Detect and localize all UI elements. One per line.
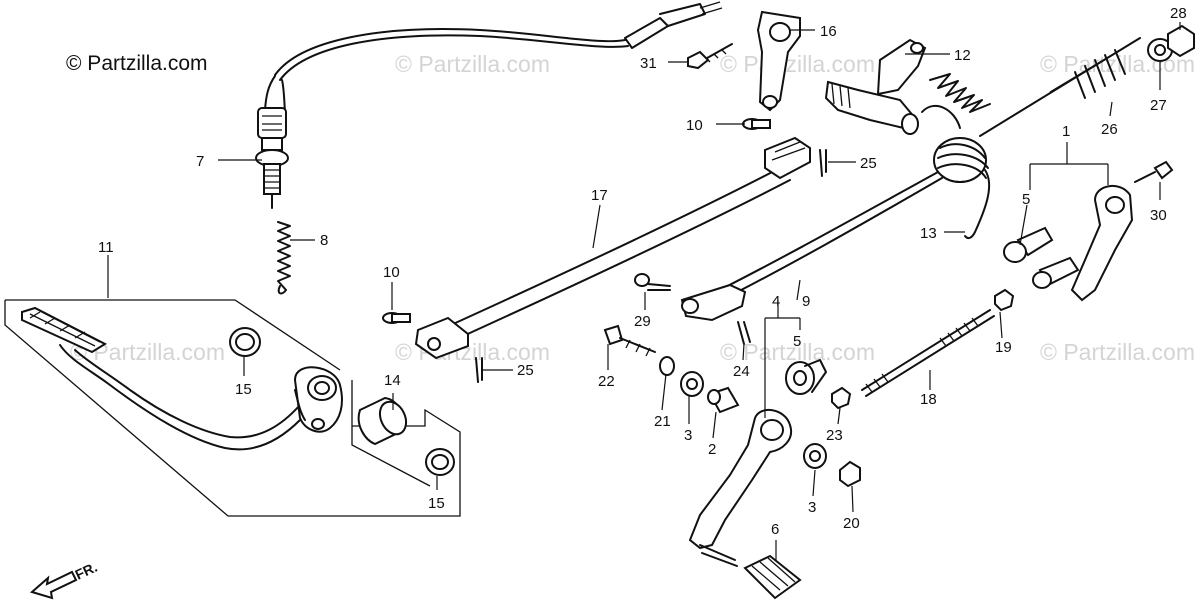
callout-18: 18 — [920, 391, 937, 408]
callout-25: 25 — [860, 155, 877, 172]
callout-19: 19 — [995, 339, 1012, 356]
collar-14 — [357, 396, 408, 446]
front-label: FR. — [73, 559, 100, 583]
callout-8: 8 — [320, 232, 328, 249]
pin-24 — [737, 321, 751, 345]
brake-pedal — [21, 306, 343, 451]
collar-3b — [803, 443, 827, 469]
callout-27: 27 — [1150, 97, 1167, 114]
cotter-pin-25-lower — [475, 357, 483, 383]
leader-lines — [107, 22, 1181, 560]
callout-1: 1 — [1062, 123, 1070, 140]
callout-labels: 7 8 11 15 14 15 10 17 25 31 10 16 12 25 … — [98, 5, 1187, 538]
brake-rod-18 — [861, 309, 995, 397]
callout-13: 13 — [920, 225, 937, 242]
brake-rod — [414, 136, 811, 360]
callout-24: 24 — [733, 363, 750, 380]
callout-4: 4 — [772, 293, 780, 310]
pedal-rubber-6 — [743, 554, 802, 600]
callout-15: 15 — [428, 495, 445, 512]
callout-10: 10 — [686, 117, 703, 134]
bolt-31 — [687, 43, 733, 70]
brake-rod-9 — [680, 171, 943, 322]
collar-3a — [680, 371, 704, 397]
callout-20: 20 — [843, 515, 860, 532]
callout-16: 16 — [820, 23, 837, 40]
callout-31: 31 — [640, 55, 657, 72]
pin-10-upper — [742, 118, 771, 130]
callout-29: 29 — [634, 313, 651, 330]
bolt-30 — [1134, 160, 1174, 183]
nut-19 — [994, 288, 1015, 312]
brake-arm-16 — [756, 10, 801, 112]
nut-27 — [1147, 38, 1173, 62]
callout-17: 17 — [591, 187, 608, 204]
callout-23: 23 — [826, 427, 843, 444]
front-arrow-icon — [29, 570, 78, 600]
callout-2: 2 — [708, 441, 716, 458]
dust-seal-15a — [229, 327, 261, 357]
bolt-22 — [603, 324, 656, 357]
washer-21 — [659, 356, 675, 376]
nut-23 — [831, 386, 852, 410]
callout-22: 22 — [598, 373, 615, 390]
callout-11: 11 — [98, 239, 114, 256]
callout-10: 10 — [383, 264, 400, 281]
callout-3: 3 — [808, 499, 816, 516]
return-spring-13 — [921, 105, 991, 240]
callout-26: 26 — [1101, 121, 1118, 138]
watermark: © Partzilla.com — [1040, 339, 1195, 365]
pin-10-lower — [382, 312, 411, 324]
adjuster-rod-26 — [979, 37, 1141, 137]
watermark: © Partzilla.com — [720, 51, 875, 77]
callout-7: 7 — [196, 153, 204, 170]
callout-21: 21 — [654, 413, 671, 430]
bolt-29 — [634, 273, 671, 291]
bushing-5 — [785, 359, 827, 395]
watermark: © Partzilla.com — [395, 51, 550, 77]
lever-4 — [688, 409, 793, 567]
copyright-notice: © Partzilla.com — [66, 52, 208, 75]
brake-light-switch — [255, 1, 723, 209]
watermark: © Partzilla.com — [720, 339, 875, 365]
switch-spring — [277, 221, 291, 295]
callout-3: 3 — [684, 427, 692, 444]
callout-28: 28 — [1170, 5, 1187, 22]
front-direction-indicator: FR. — [29, 559, 100, 600]
callout-5: 5 — [1022, 191, 1030, 208]
callout-9: 9 — [802, 293, 810, 310]
spring-26 — [929, 49, 1126, 113]
callout-15: 15 — [235, 381, 252, 398]
callout-30: 30 — [1150, 207, 1167, 224]
callout-12: 12 — [954, 47, 971, 64]
arm-assembly-1 — [1003, 185, 1134, 302]
callout-14: 14 — [384, 372, 401, 389]
bushing-2 — [707, 386, 740, 414]
cap-28 — [1167, 24, 1195, 58]
dust-seal-15b — [425, 448, 455, 476]
cotter-pin-25-upper — [819, 149, 827, 177]
callout-5: 5 — [793, 333, 801, 350]
callout-25: 25 — [517, 362, 534, 379]
nut-20 — [839, 460, 861, 488]
callout-6: 6 — [771, 521, 779, 538]
